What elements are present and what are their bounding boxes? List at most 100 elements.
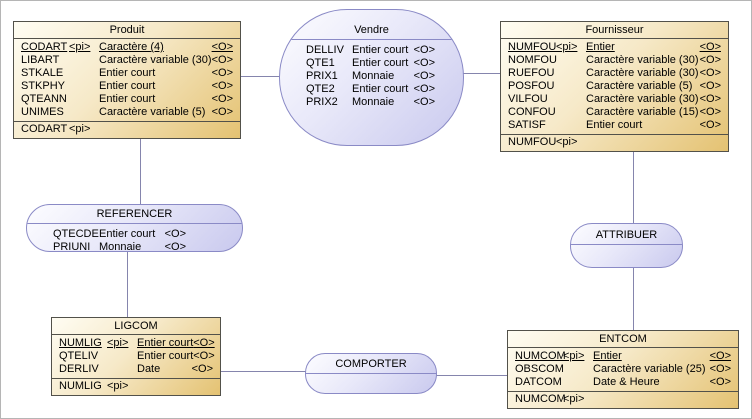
attribute-o: <O> [211, 93, 233, 105]
attribute-pi [69, 67, 99, 80]
link-ligcom-comporter[interactable] [220, 371, 306, 372]
attribute-o: <O> [413, 96, 435, 108]
attribute-o: <O> [164, 228, 186, 240]
attribute-pi: <pi> [107, 380, 129, 392]
attribute-o: <O> [709, 376, 731, 388]
entity-title: Produit [14, 22, 240, 39]
attribute-o: <O> [699, 67, 721, 79]
link-produit-vendre[interactable] [239, 76, 281, 77]
attribute-pi [69, 93, 99, 106]
attribute-o: <O> [413, 70, 435, 82]
link-attribuer-entcom[interactable] [633, 267, 634, 331]
attribute-type: Entier court [137, 350, 194, 362]
attribute-pi [563, 376, 593, 389]
attribute-row: PRIX2 Monnaie <O> [306, 96, 435, 109]
attribute-name: PRIX2 [306, 96, 338, 108]
association-title: REFERENCER [27, 205, 242, 224]
attribute-o: <O> [211, 80, 233, 92]
attribute-name: PRIUNI [53, 241, 91, 252]
attribute-pi: <pi> [556, 136, 578, 148]
entity-identifier-footer: NUMLIG<pi> [52, 378, 220, 395]
attribute-name: QTELIV [59, 350, 99, 362]
attribute-name: SATISF [508, 119, 546, 131]
attribute-row: NUMFOU<pi> [501, 136, 728, 149]
attribute-name: STKALE [21, 67, 64, 79]
association-title: ATTRIBUER [571, 224, 682, 245]
link-referencer-ligcom[interactable] [127, 251, 128, 318]
attribute-pi: <pi> [563, 350, 585, 362]
entity-title: ENTCOM [508, 331, 738, 348]
attribute-type: Monnaie [352, 96, 395, 108]
attribute-pi [107, 363, 137, 376]
attribute-name: NUMFOU [508, 136, 557, 148]
attribute-o: <O> [699, 54, 721, 66]
attribute-type: Entier court [586, 119, 643, 131]
entity-produit[interactable]: Produit CODART<pi>Caractère (4)<O>LIBART… [13, 21, 241, 139]
attribute-row: NUMLIG<pi>Entier court<O> [52, 337, 220, 350]
attribute-name: NOMFOU [508, 54, 557, 66]
attribute-row: NUMFOU<pi>Entier<O> [501, 41, 728, 54]
attribute-row: NUMCOM<pi>Entier<O> [508, 350, 738, 363]
attribute-pi [107, 350, 137, 363]
attribute-name: VILFOU [508, 93, 548, 105]
attribute-row: NUMCOM<pi> [508, 393, 738, 406]
attribute-o: <O> [709, 350, 731, 362]
attribute-name: PRIX1 [306, 70, 338, 82]
attribute-name: NUMLIG [59, 337, 102, 349]
attribute-o: <O> [699, 93, 721, 105]
attribute-o: <O> [699, 119, 721, 131]
attribute-pi [556, 93, 586, 106]
attribute-o: <O> [211, 106, 233, 118]
association-attribuer[interactable]: ATTRIBUER [570, 223, 683, 268]
link-fournisseur-attribuer[interactable] [633, 152, 634, 224]
attribute-type: Entier court [352, 83, 409, 95]
attribute-type [593, 393, 731, 406]
attribute-pi: <pi> [107, 337, 129, 349]
link-comporter-entcom[interactable] [436, 375, 508, 376]
entity-title: Fournisseur [501, 22, 728, 39]
attribute-type: Caractère variable (25) [593, 363, 706, 375]
attribute-name: CODART [21, 41, 68, 53]
attribute-type [137, 380, 213, 393]
association-comporter[interactable]: COMPORTER [305, 353, 437, 394]
attribute-name: STKPHY [21, 80, 66, 92]
attribute-type: Entier court [137, 337, 194, 349]
attribute-name: QTECDE [53, 228, 99, 240]
attribute-type: Monnaie [99, 241, 142, 252]
attribute-row: NUMLIG<pi> [52, 380, 220, 393]
attribute-o: <O> [413, 83, 435, 95]
attribute-name: UNIMES [21, 106, 64, 118]
attribute-type: Entier court [99, 228, 156, 240]
attribute-name: POSFOU [508, 80, 555, 92]
link-vendre-fournisseur[interactable] [462, 73, 502, 74]
association-title: Vendre [280, 10, 463, 40]
attribute-pi [556, 106, 586, 119]
link-produit-referencer[interactable] [140, 139, 141, 205]
association-attribute-list [571, 245, 682, 249]
attribute-row: CODART<pi> [14, 123, 240, 136]
entity-identifier-footer: NUMFOU<pi> [501, 134, 728, 151]
attribute-type: Entier [593, 350, 622, 362]
attribute-type: Entier court [352, 44, 409, 56]
